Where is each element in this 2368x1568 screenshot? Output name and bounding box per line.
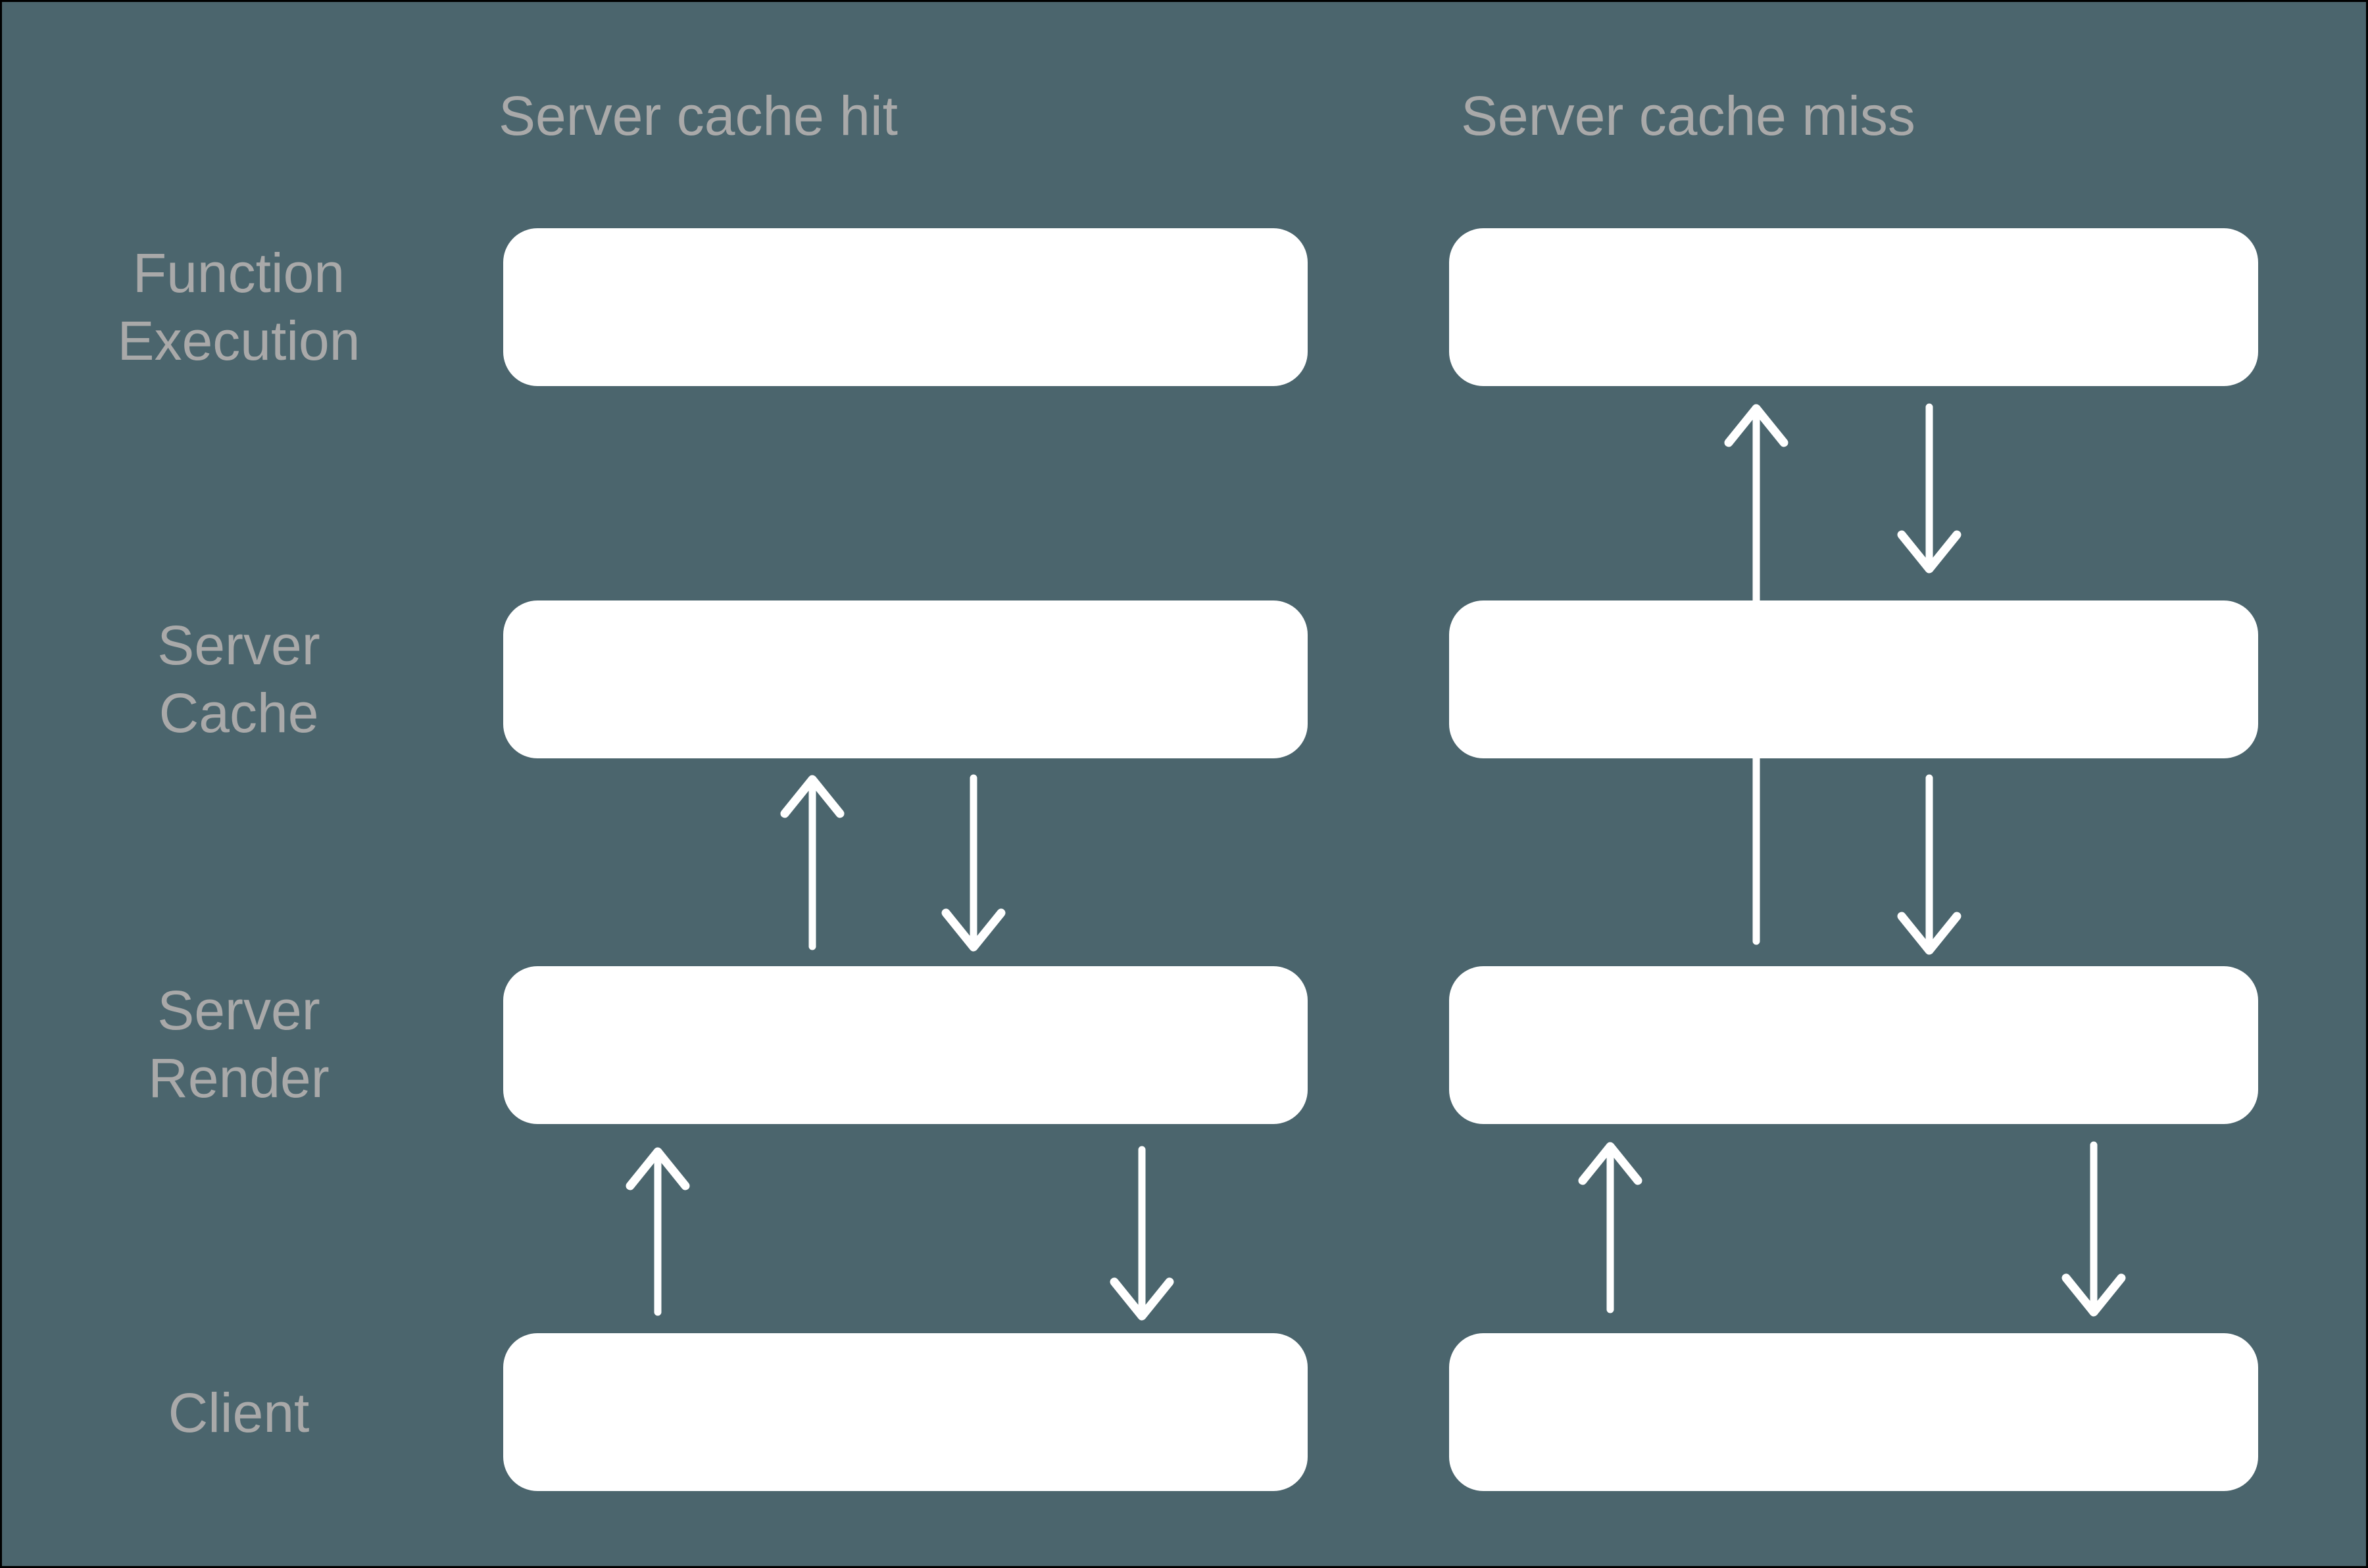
row-label-line: Cache	[159, 682, 319, 744]
up-arrow-icon	[780, 775, 845, 950]
row-label-server-cache: Server Cache	[48, 612, 430, 747]
row-label-line: Execution	[117, 310, 360, 372]
box-server-cache-miss	[1449, 600, 2258, 758]
down-arrow-icon	[1897, 403, 1961, 574]
row-label-line: Server	[157, 979, 320, 1041]
down-arrow-icon	[1110, 1146, 1174, 1321]
box-function-execution-miss	[1449, 228, 2258, 386]
row-label-function-execution: Function Execution	[48, 239, 430, 375]
row-label-line: Render	[148, 1047, 330, 1109]
down-arrow-icon	[2061, 1141, 2126, 1317]
box-client-miss	[1449, 1333, 2258, 1491]
up-arrow-icon	[626, 1147, 690, 1316]
column-header-server-cache-miss: Server cache miss	[1461, 85, 1915, 147]
box-server-render-miss	[1449, 966, 2258, 1124]
row-label-line: Function	[132, 242, 345, 304]
row-label-line: Server	[157, 614, 320, 676]
box-server-cache-hit	[503, 600, 1308, 758]
up-arrow-icon	[1578, 1142, 1642, 1313]
row-label-client: Client	[48, 1379, 430, 1447]
box-client-hit	[503, 1333, 1308, 1491]
down-arrow-icon	[941, 774, 1006, 952]
box-server-render-hit	[503, 966, 1308, 1124]
down-arrow-icon	[1897, 774, 1961, 955]
row-label-server-render: Server Render	[48, 977, 430, 1112]
column-header-server-cache-hit: Server cache hit	[499, 85, 898, 147]
box-function-execution-hit	[503, 228, 1308, 386]
row-label-line: Client	[168, 1382, 310, 1444]
